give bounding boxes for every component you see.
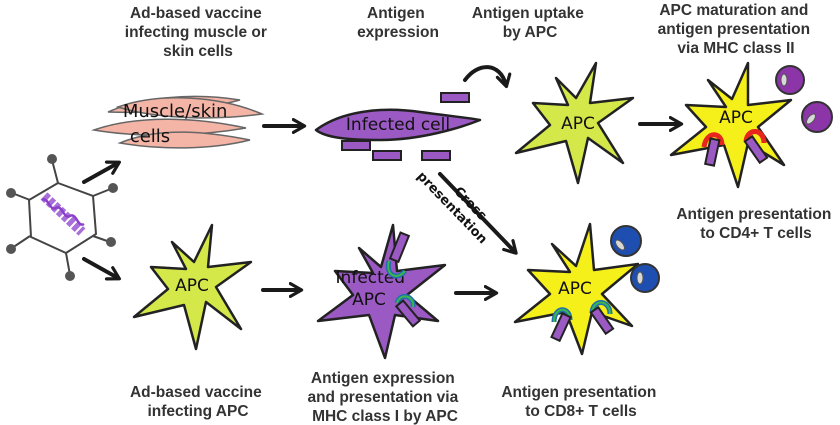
apc-mature-cell: APC: [669, 61, 793, 189]
arrow-cross-presentation: [438, 172, 518, 255]
dna-helix-icon: [40, 192, 86, 236]
cd4-t-cells: [775, 65, 833, 133]
infected-cell-label: Infected cell: [346, 115, 450, 135]
apc-bottom-cell: APC: [132, 223, 253, 351]
antigen-fragments: [341, 92, 470, 161]
mhc-class-ii-complex: [701, 129, 769, 167]
cd8-t-cells: [610, 225, 660, 293]
apc-uptake-label: APC: [561, 114, 595, 134]
caption-apc-maturation: APC maturation and antigen presentation …: [658, 2, 815, 57]
muscle-skin-label: Muscle/skin cells: [123, 101, 233, 147]
caption-ad-apc: Ad-based vaccine infecting APC: [130, 384, 266, 420]
caption-mhc-class-i: Antigen expression and presentation via …: [307, 370, 462, 425]
caption-cd8-presentation: Antigen presentation to CD8+ T cells: [501, 384, 660, 420]
caption-cd4-presentation: Antigen presentation to CD4+ T cells: [676, 206, 835, 242]
mhc-class-i-complex: [550, 300, 615, 343]
adenovirus-icon: [6, 154, 118, 281]
caption-ad-muscle: Ad-based vaccine infecting muscle or ski…: [125, 5, 271, 60]
apc-mature-label: APC: [719, 108, 753, 128]
apc-cd8-label: APC: [558, 279, 592, 299]
apc-bottom-label: APC: [175, 276, 209, 296]
flow-arrows: [82, 65, 684, 301]
caption-antigen-uptake: Antigen uptake by APC: [472, 5, 588, 41]
arrow-uptake-curve: [463, 65, 512, 89]
mhc-class-i-complex: [385, 231, 422, 328]
arrow-virus-to-apc: [82, 257, 121, 281]
cross-presentation-label: Cross presentation: [414, 158, 502, 247]
infected-cell: Infected cell: [314, 92, 482, 161]
infected-apc-cell: Infected APC: [316, 223, 447, 360]
muscle-skin-cells: Muscle/skin cells: [91, 95, 265, 149]
apc-uptake-cell: APC: [514, 61, 635, 185]
apc-cd8-cell: APC: [513, 222, 640, 356]
arrow-virus-to-muscle: [82, 160, 121, 184]
caption-antigen-expression: Antigen expression: [357, 5, 439, 41]
